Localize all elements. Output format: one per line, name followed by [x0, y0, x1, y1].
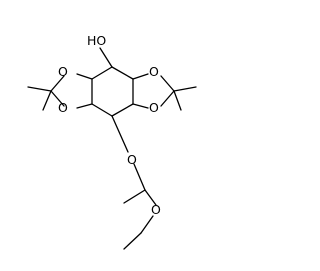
bond-left-ring-upper — [76, 73, 93, 80]
hydroxyl-label: HO — [87, 33, 106, 48]
bond-left-methyl-1 — [27, 86, 52, 92]
bond-right-methyl-1 — [173, 86, 197, 92]
oxygen-ether-lower-label: O — [151, 202, 161, 217]
bonds — [27, 47, 197, 250]
bond-hydroxyl — [99, 47, 113, 68]
bond-ring-to-ether-o — [111, 115, 129, 153]
bond-ch-to-ethoxy-o — [144, 189, 157, 206]
oxygen-right-lower-label: O — [149, 100, 159, 115]
oxygen-ether-upper-label: O — [127, 152, 137, 167]
bond-right-methyl-2 — [173, 90, 182, 111]
bond-ring-top-right — [111, 66, 134, 80]
bond-ether-o-to-ch — [133, 163, 146, 191]
atom-labels: HO O O O O O O — [58, 33, 161, 217]
bond-left-ketal-upper — [50, 75, 65, 92]
oxygen-left-lower-label: O — [58, 100, 68, 115]
bond-right-ketal-upper — [160, 75, 175, 92]
oxygen-left-upper-label: O — [58, 64, 68, 79]
bond-left-methyl-2 — [42, 90, 52, 111]
bond-left-ketal-lower — [50, 90, 65, 107]
molecule-drawing: HO O O O O O O — [27, 33, 197, 250]
bond-ring-top-left — [91, 66, 113, 80]
structure-diagram: HO O O O O O O — [27, 33, 197, 250]
bond-ethoxy-o-to-ch2 — [140, 215, 154, 234]
bond-ch-methyl — [123, 189, 146, 204]
bond-ring-bottom-left — [91, 103, 113, 117]
bond-right-ring-lower — [132, 103, 149, 109]
oxygen-right-upper-label: O — [149, 64, 159, 79]
bond-right-ketal-lower — [160, 90, 175, 107]
bond-ethyl — [123, 232, 142, 250]
bond-ring-bottom-right — [111, 103, 134, 117]
bond-right-ring-upper — [132, 73, 149, 80]
bond-left-ring-lower — [76, 103, 93, 109]
